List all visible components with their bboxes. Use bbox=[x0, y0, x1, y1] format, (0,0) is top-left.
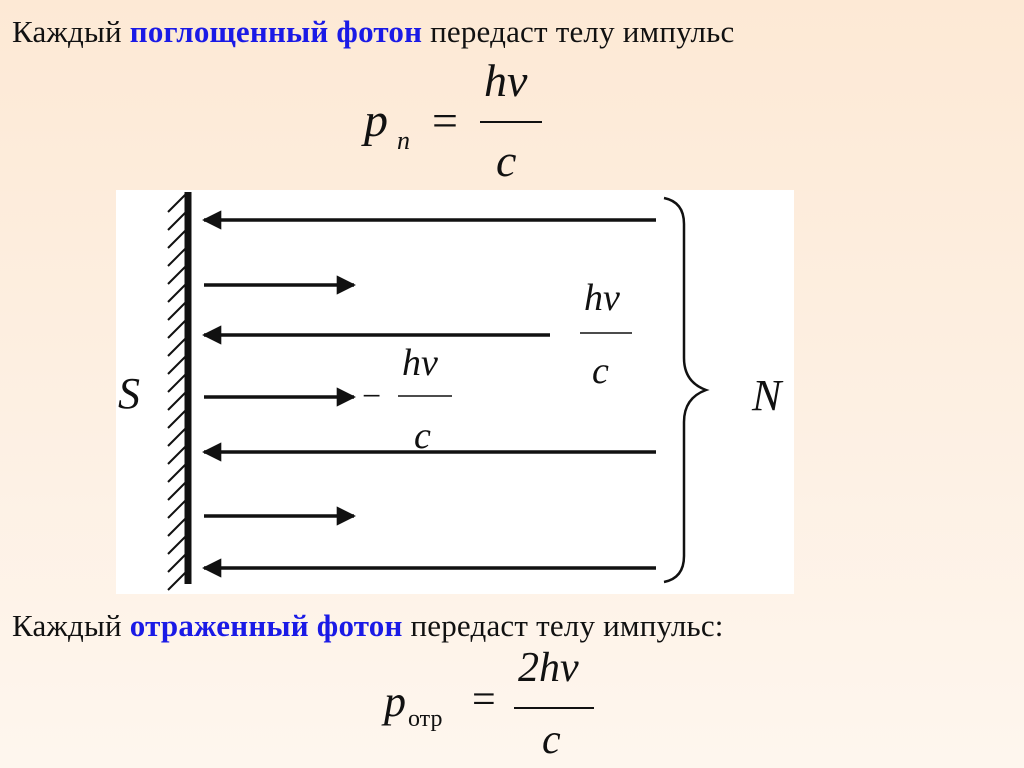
formula-reflected-lhs-sub: отр bbox=[408, 706, 443, 732]
bottom-sentence-prefix: Каждый bbox=[12, 608, 122, 643]
photon-arrows bbox=[202, 210, 656, 578]
count-label: N bbox=[751, 371, 784, 420]
formula-reflected-fraction-bar bbox=[514, 707, 594, 709]
wall-hatching bbox=[167, 193, 187, 591]
formula-absorbed-fraction-bar bbox=[480, 121, 542, 123]
n-brace bbox=[663, 196, 710, 584]
reflected-fraction-sign: − bbox=[362, 378, 381, 415]
bottom-sentence-highlight: отраженный фотон bbox=[129, 608, 403, 643]
reflected-fraction-denominator: c bbox=[414, 415, 431, 457]
bottom-sentence: Каждый отраженный фотон передаст телу им… bbox=[12, 608, 724, 644]
reflected-fraction-numerator: hν bbox=[402, 342, 438, 384]
formula-reflected-equals: = bbox=[472, 677, 496, 723]
top-sentence-highlight: поглощенный фотон bbox=[129, 14, 423, 49]
formula-absorbed-lhs-sub: n bbox=[397, 126, 410, 155]
formula-reflected-numerator: 2hν bbox=[518, 645, 579, 691]
formula-absorbed-lhs: p bbox=[364, 94, 388, 147]
top-sentence-suffix: передаст телу импульс bbox=[430, 14, 735, 49]
formula-reflected-lhs: p bbox=[384, 677, 406, 726]
formula-absorbed-denominator: c bbox=[496, 135, 517, 186]
bottom-sentence-suffix: передаст телу импульс: bbox=[410, 608, 724, 643]
incident-fraction-numerator: hν bbox=[584, 277, 620, 319]
formula-reflected-denominator: c bbox=[542, 717, 561, 763]
photon-diagram-svg: S N hν c − hν c bbox=[118, 192, 784, 591]
formula-absorbed-numerator: hν bbox=[484, 55, 528, 106]
formula-absorbed-equals: = bbox=[432, 95, 458, 146]
surface-label: S bbox=[118, 369, 140, 418]
top-sentence: Каждый поглощенный фотон передаст телу и… bbox=[12, 14, 734, 50]
photon-diagram: S N hν c − hν c bbox=[116, 190, 794, 594]
top-sentence-prefix: Каждый bbox=[12, 14, 122, 49]
incident-fraction-denominator: c bbox=[592, 350, 609, 392]
